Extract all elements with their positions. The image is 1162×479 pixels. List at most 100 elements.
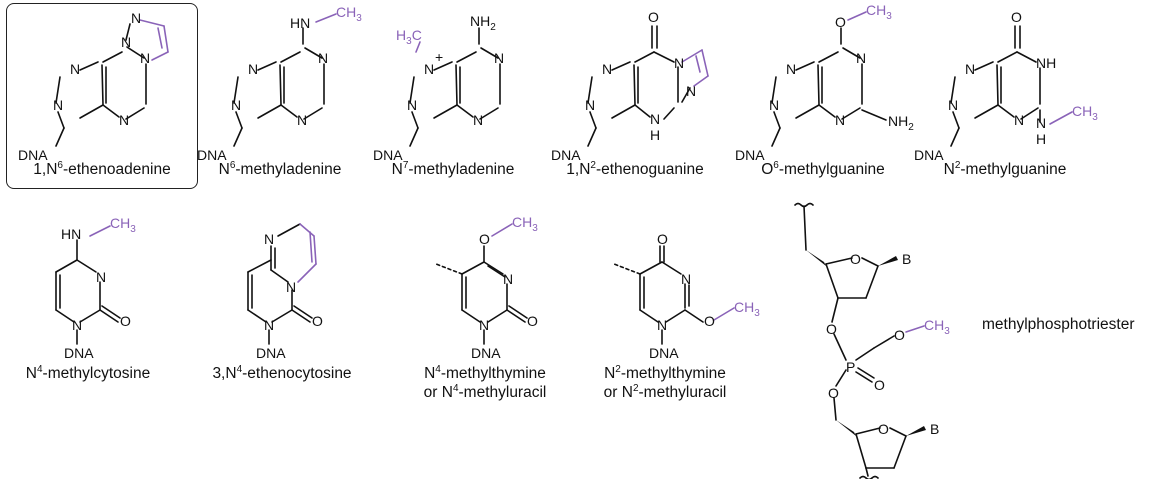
structure-n2-methylguanine: N N N O NH N H CH3 DNA (914, 9, 1098, 163)
atom-n: N (503, 271, 513, 287)
caption-methylphosphotriester: methylphosphotriester (982, 316, 1135, 333)
caption-n2-methylthymine: N2-methylthymine or N2-methyluracil (603, 363, 727, 401)
atom-n: N (965, 61, 975, 77)
atom-n: N (602, 61, 612, 77)
atom-n: N (318, 50, 328, 66)
atom-hn: HN (290, 15, 310, 31)
atom-n: N (140, 50, 150, 66)
atom-n: N (686, 83, 696, 99)
atom-o: O (894, 327, 905, 343)
atom-o: O (120, 313, 131, 329)
atom-n: N (948, 97, 958, 113)
atom-nh2: NH2 (470, 13, 496, 33)
atom-ch3: CH3 (512, 214, 538, 234)
atom-n: N (121, 34, 131, 50)
atom-n: N (769, 97, 779, 113)
atom-n: N (473, 112, 483, 128)
structure-n2-methylthymine: O N N O CH3 DNA (613, 231, 760, 361)
atom-dna: DNA (914, 147, 944, 163)
atom-o: O (850, 251, 861, 267)
structure-o6-methylguanine: N N N N O CH3 NH2 DNA (735, 2, 914, 163)
atom-n: N (856, 50, 866, 66)
atom-hn: HN (61, 226, 81, 242)
atom-b: B (902, 251, 911, 267)
atom-n: N (131, 10, 141, 26)
atom-o: O (648, 9, 659, 25)
highlight-box (6, 3, 198, 189)
atom-dna: DNA (649, 345, 679, 361)
atom-o: O (826, 321, 837, 337)
atom-dna: DNA (471, 345, 501, 361)
atom-dna: DNA (256, 345, 286, 361)
atom-n: N (585, 97, 595, 113)
atom-o: O (828, 385, 839, 401)
atom-n: N (681, 271, 691, 287)
atom-h: H (1036, 131, 1046, 147)
charge-plus: + (435, 49, 443, 65)
atom-n: N (264, 231, 274, 247)
atom-n: N (786, 61, 796, 77)
caption-ethenoguanine: 1,N2-ethenoguanine (566, 159, 704, 178)
atom-o: O (479, 231, 490, 247)
atom-n: N (96, 269, 106, 285)
atom-ch3: CH3 (866, 2, 892, 22)
caption-n4-methylthymine: N4-methylthymine or N4-methyluracil (423, 363, 547, 401)
atom-nh: NH (1036, 55, 1056, 71)
atom-dna: DNA (197, 147, 227, 163)
atom-o: O (835, 14, 846, 30)
atom-b: B (930, 421, 939, 437)
atom-ch3: CH3 (734, 299, 760, 319)
atom-n: N (494, 50, 504, 66)
atom-nh2: NH2 (888, 113, 914, 133)
atom-o: O (878, 421, 889, 437)
atom-n: N (479, 317, 489, 333)
caption-o6-methylguanine: O6-methylguanine (761, 159, 885, 178)
atom-n: N (297, 112, 307, 128)
atom-n: N (674, 55, 684, 71)
caption-n6-methyladenine: N6-methyladenine (218, 159, 342, 178)
atom-o: O (1011, 9, 1022, 25)
structure-ethenoguanine: N N O N N N H DNA (551, 9, 709, 163)
atom-n: N (53, 97, 63, 113)
atom-ch3: CH3 (110, 215, 136, 235)
caption-n7-methyladenine: N7-methyladenine (391, 159, 515, 178)
structure-ethenocytosine: N N N O DNA (247, 223, 323, 361)
atom-dna: DNA (373, 147, 403, 163)
atom-n: N (424, 61, 434, 77)
atom-o: O (704, 313, 715, 329)
atom-n: N (70, 61, 80, 77)
structure-n4-methylthymine: O CH3 N N O DNA (435, 214, 538, 361)
atom-dna: DNA (551, 147, 581, 163)
atom-o: O (657, 231, 668, 247)
structure-n4-methylcytosine: HN CH3 N N O DNA (55, 215, 136, 361)
atom-n: N (657, 317, 667, 333)
atom-n: N (407, 97, 417, 113)
caption-n4-methylcytosine: N4-methylcytosine (25, 363, 151, 382)
atom-o: O (874, 377, 885, 393)
atom-n: N (72, 317, 82, 333)
atom-p: P (846, 359, 855, 375)
atom-h3c: H3C (396, 27, 422, 47)
caption-ethenoadenine: 1,N6-ethenoadenine (33, 159, 171, 178)
structure-methylphosphotriester: O B O P O CH3 O O O B (794, 202, 950, 479)
atom-h: H (650, 127, 660, 143)
structure-n7-methyladenine: N + N N N NH2 H3C DNA (373, 13, 504, 163)
atom-dna: DNA (18, 147, 48, 163)
atom-n: N (650, 111, 660, 127)
atom-n: N (835, 112, 845, 128)
atom-ch3: CH3 (924, 317, 950, 337)
atom-n: N (1014, 112, 1024, 128)
atom-o: O (527, 313, 538, 329)
atom-n: N (119, 112, 129, 128)
structure-n6-methyladenine: N N N N HN CH3 DNA (197, 4, 362, 163)
atom-dna: DNA (64, 345, 94, 361)
atom-ch3: CH3 (336, 4, 362, 24)
atom-n: N (264, 317, 274, 333)
caption-ethenocytosine: 3,N4-ethenocytosine (212, 363, 352, 382)
atom-n: N (248, 61, 258, 77)
caption-n2-methylguanine: N2-methylguanine (943, 159, 1067, 178)
atom-dna: DNA (735, 147, 765, 163)
atom-n: N (231, 97, 241, 113)
atom-ch3: CH3 (1072, 103, 1098, 123)
